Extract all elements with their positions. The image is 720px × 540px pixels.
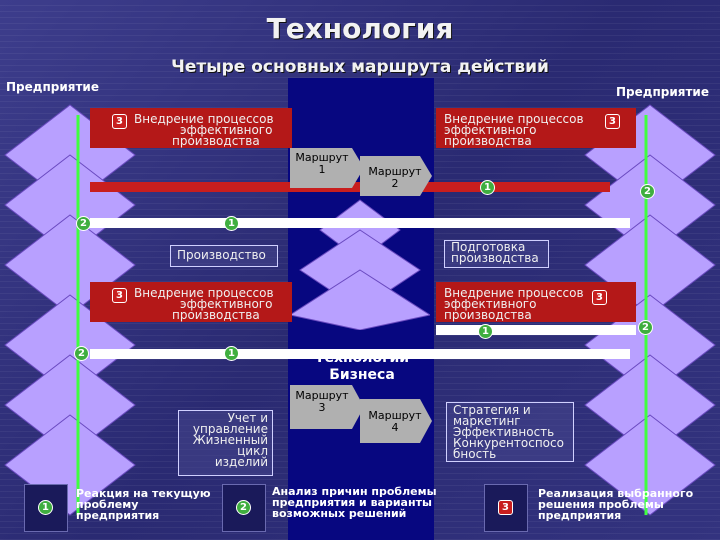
prep-box: Подготовка производства (444, 240, 549, 268)
strategy-box: Стратегия и маркетинг Эффективность Конк… (446, 402, 574, 462)
route-3-num: 3 (318, 401, 326, 414)
legend-1-line1: Реакция на текущую (76, 487, 211, 500)
legend-2-icon: 2 (222, 484, 266, 532)
prep-line1: Подготовка (451, 240, 526, 254)
route-2: Маршрут 2 (364, 166, 426, 190)
marker-3-top-right: 3 (605, 114, 620, 129)
strategy-line4: Конкурентоспосо (453, 436, 564, 450)
subtitle: Четыре основных маршрута действий (171, 57, 549, 77)
banner-top-left-line3: производства (172, 134, 260, 148)
accounting-box: Учет и управление Жизненный цикл изделий (178, 410, 273, 476)
legend-2-line1: Анализ причин проблемы (272, 485, 437, 498)
route-4-word: Маршрут (368, 409, 422, 422)
banner-top-right: Внедрение процессов эффективного произво… (436, 108, 636, 148)
center-pyramid (290, 199, 430, 330)
strategy-line2: маркетинг (453, 414, 521, 428)
banner-mid-right-line3: производства (444, 308, 532, 322)
legend-3-line3: предприятия (538, 509, 622, 522)
marker-1-c: 1 (478, 324, 493, 339)
stripe-3 (436, 325, 636, 335)
accounting-line5: изделий (214, 455, 268, 469)
legend-1-icon: 1 (24, 484, 68, 532)
accounting-line1: Учет и (227, 411, 268, 425)
stripe-2 (90, 349, 630, 359)
banner-top-left-line2: эффективного (180, 123, 273, 137)
legend-1-marker: 1 (38, 500, 53, 515)
legend-3-line2: решения проблемы (538, 498, 664, 511)
marker-1-b: 1 (224, 216, 239, 231)
legend-3-marker: 3 (498, 500, 513, 515)
banner-top-right-line1: Внедрение процессов (444, 112, 584, 126)
enterprise-right-label: Предприятие (616, 85, 709, 99)
legend-1-line3: предприятия (76, 509, 160, 522)
route-1-num: 1 (318, 163, 326, 176)
legend-3-text: Реализация выбранного решения проблемы п… (538, 488, 693, 521)
banner-mid-right-line1: Внедрение процессов (444, 286, 584, 300)
route-3: Маршрут 3 (292, 390, 352, 414)
production-label: Производство (177, 248, 266, 262)
marker-2-b: 2 (640, 184, 655, 199)
legend-3-line1: Реализация выбранного (538, 487, 694, 500)
banner-mid-left-line3: производства (172, 308, 260, 322)
legend-3-icon: 3 (484, 484, 528, 532)
route-arrows-bottom (290, 385, 432, 443)
center-label-line1: Технологии (314, 350, 410, 366)
route-1-word: Маршрут (295, 151, 349, 164)
marker-3-mid-left: 3 (112, 288, 127, 303)
accounting-line4: цикл (237, 444, 268, 458)
enterprise-left-label: Предприятие (6, 80, 99, 94)
banner-mid-right-line2: эффективного (444, 297, 537, 311)
legend-2-text: Анализ причин проблемы предприятия и вар… (272, 486, 437, 519)
accounting-line3: Жизненный (192, 433, 268, 447)
marker-3-mid-right: 3 (592, 290, 607, 305)
stripe-1 (90, 218, 630, 228)
accounting-line2: управление (192, 422, 268, 436)
route-arrows-top (290, 148, 432, 196)
legend-1-text: Реакция на текущую проблему предприятия (76, 488, 211, 521)
prep-line2: производства (451, 251, 539, 265)
route-4: Маршрут 4 (364, 410, 426, 434)
legend-2-line2: предприятия и варианты (272, 496, 432, 509)
marker-2-d: 2 (74, 346, 89, 361)
banner-top-right-line3: производства (444, 134, 532, 148)
banner-mid-right: Внедрение процессов эффективного произво… (436, 282, 636, 322)
marker-3-top-left: 3 (112, 114, 127, 129)
banner-mid-left-line2: эффективного (180, 297, 273, 311)
center-label: Технологии Бизнеса (290, 350, 434, 384)
legend-1-line2: проблему (76, 498, 139, 511)
route-1: Маршрут 1 (292, 152, 352, 176)
strategy-line3: Эффективность (453, 425, 555, 439)
center-label-line2: Бизнеса (329, 367, 395, 383)
banner-top-right-line2: эффективного (444, 123, 537, 137)
production-box: Производство (170, 245, 278, 267)
page-title: Технология (266, 12, 454, 45)
route-3-word: Маршрут (295, 389, 349, 402)
strategy-line5: бность (453, 447, 497, 461)
marker-1-a: 1 (480, 180, 495, 195)
banner-top-left-line1: Внедрение процессов (134, 112, 274, 126)
banner-mid-left-line1: Внедрение процессов (134, 286, 274, 300)
legend-2-line3: возможных решений (272, 507, 407, 520)
route-4-num: 4 (391, 421, 399, 434)
strategy-line1: Стратегия и (453, 403, 531, 417)
marker-2-a: 2 (76, 216, 91, 231)
marker-1-d: 1 (224, 346, 239, 361)
route-2-num: 2 (391, 177, 399, 190)
route-2-word: Маршрут (368, 165, 422, 178)
marker-2-c: 2 (638, 320, 653, 335)
legend-2-marker: 2 (236, 500, 251, 515)
